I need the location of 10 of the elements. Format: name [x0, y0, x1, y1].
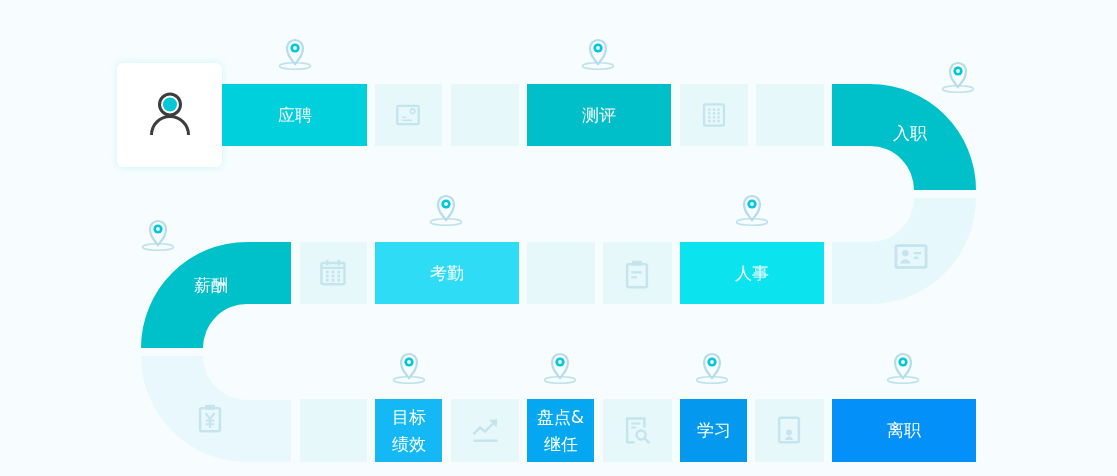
step-box: 测评 [527, 84, 671, 146]
step-box: 考勤 [375, 242, 519, 304]
step-box: 应聘 [222, 84, 367, 146]
step-box: 离职 [832, 399, 976, 462]
curved-step-band: 入职 [832, 84, 976, 190]
step-box: 盘点&继任 [527, 399, 594, 462]
step-box: 目标绩效 [375, 399, 442, 462]
step-box: 人事 [680, 242, 824, 304]
curved-step-band: 薪酬 [141, 242, 291, 348]
step-box: 学习 [680, 399, 747, 462]
